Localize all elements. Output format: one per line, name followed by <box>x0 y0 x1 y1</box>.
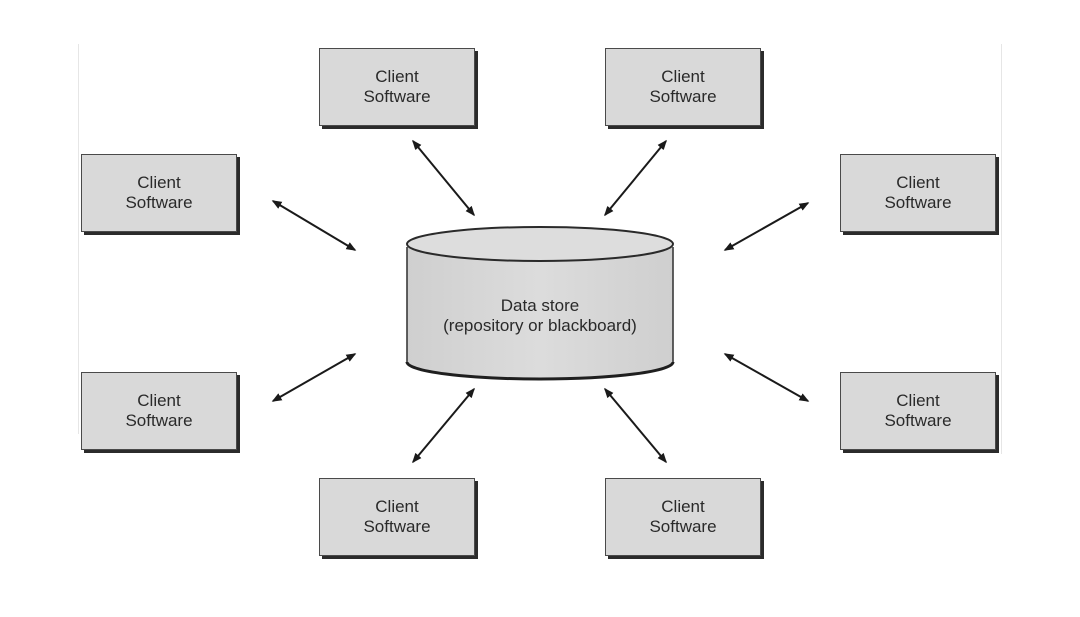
data-store-title: Data store <box>500 296 580 315</box>
client-software-box-lower-right: Client Software <box>840 372 996 450</box>
arrow-upper-left <box>271 200 357 251</box>
client-label-line2: Software <box>649 87 717 106</box>
client-label-line2: Software <box>884 193 952 212</box>
client-software-box-lower-left: Client Software <box>81 372 237 450</box>
client-software-box-bottom-left: Client Software <box>319 478 475 556</box>
client-software-box-top-left: Client Software <box>319 48 475 126</box>
data-store-cylinder <box>405 226 675 381</box>
arrow-lower-right <box>723 353 810 402</box>
data-store-subtitle: (repository or blackboard) <box>443 316 637 335</box>
arrow-top-right <box>604 139 667 217</box>
arrow-upper-right <box>723 202 810 251</box>
client-software-box-top-right: Client Software <box>605 48 761 126</box>
page-edge-left <box>78 44 79 434</box>
arrow-bottom-right <box>604 387 667 464</box>
client-label-line2: Software <box>363 87 431 106</box>
client-label-line2: Software <box>125 193 193 212</box>
client-label-line2: Software <box>125 411 193 430</box>
client-label-line2: Software <box>649 517 717 536</box>
arrow-top-left <box>412 139 475 217</box>
client-label-line1: Client <box>896 173 940 192</box>
client-label-line1: Client <box>661 67 705 86</box>
arrow-lower-left <box>271 353 357 402</box>
client-label-line1: Client <box>896 391 940 410</box>
client-label-line2: Software <box>884 411 952 430</box>
client-label-line1: Client <box>661 497 705 516</box>
client-software-box-upper-right: Client Software <box>840 154 996 232</box>
connection-arrows <box>271 139 810 464</box>
arrow-bottom-left <box>412 387 475 464</box>
client-label-line2: Software <box>363 517 431 536</box>
client-label-line1: Client <box>137 391 181 410</box>
client-label-line1: Client <box>375 497 419 516</box>
client-label-line1: Client <box>137 173 181 192</box>
client-software-box-upper-left: Client Software <box>81 154 237 232</box>
data-store-label: Data store (repository or blackboard) <box>405 296 675 336</box>
client-label-line1: Client <box>375 67 419 86</box>
client-software-box-bottom-right: Client Software <box>605 478 761 556</box>
page-edge-right <box>1001 44 1002 454</box>
